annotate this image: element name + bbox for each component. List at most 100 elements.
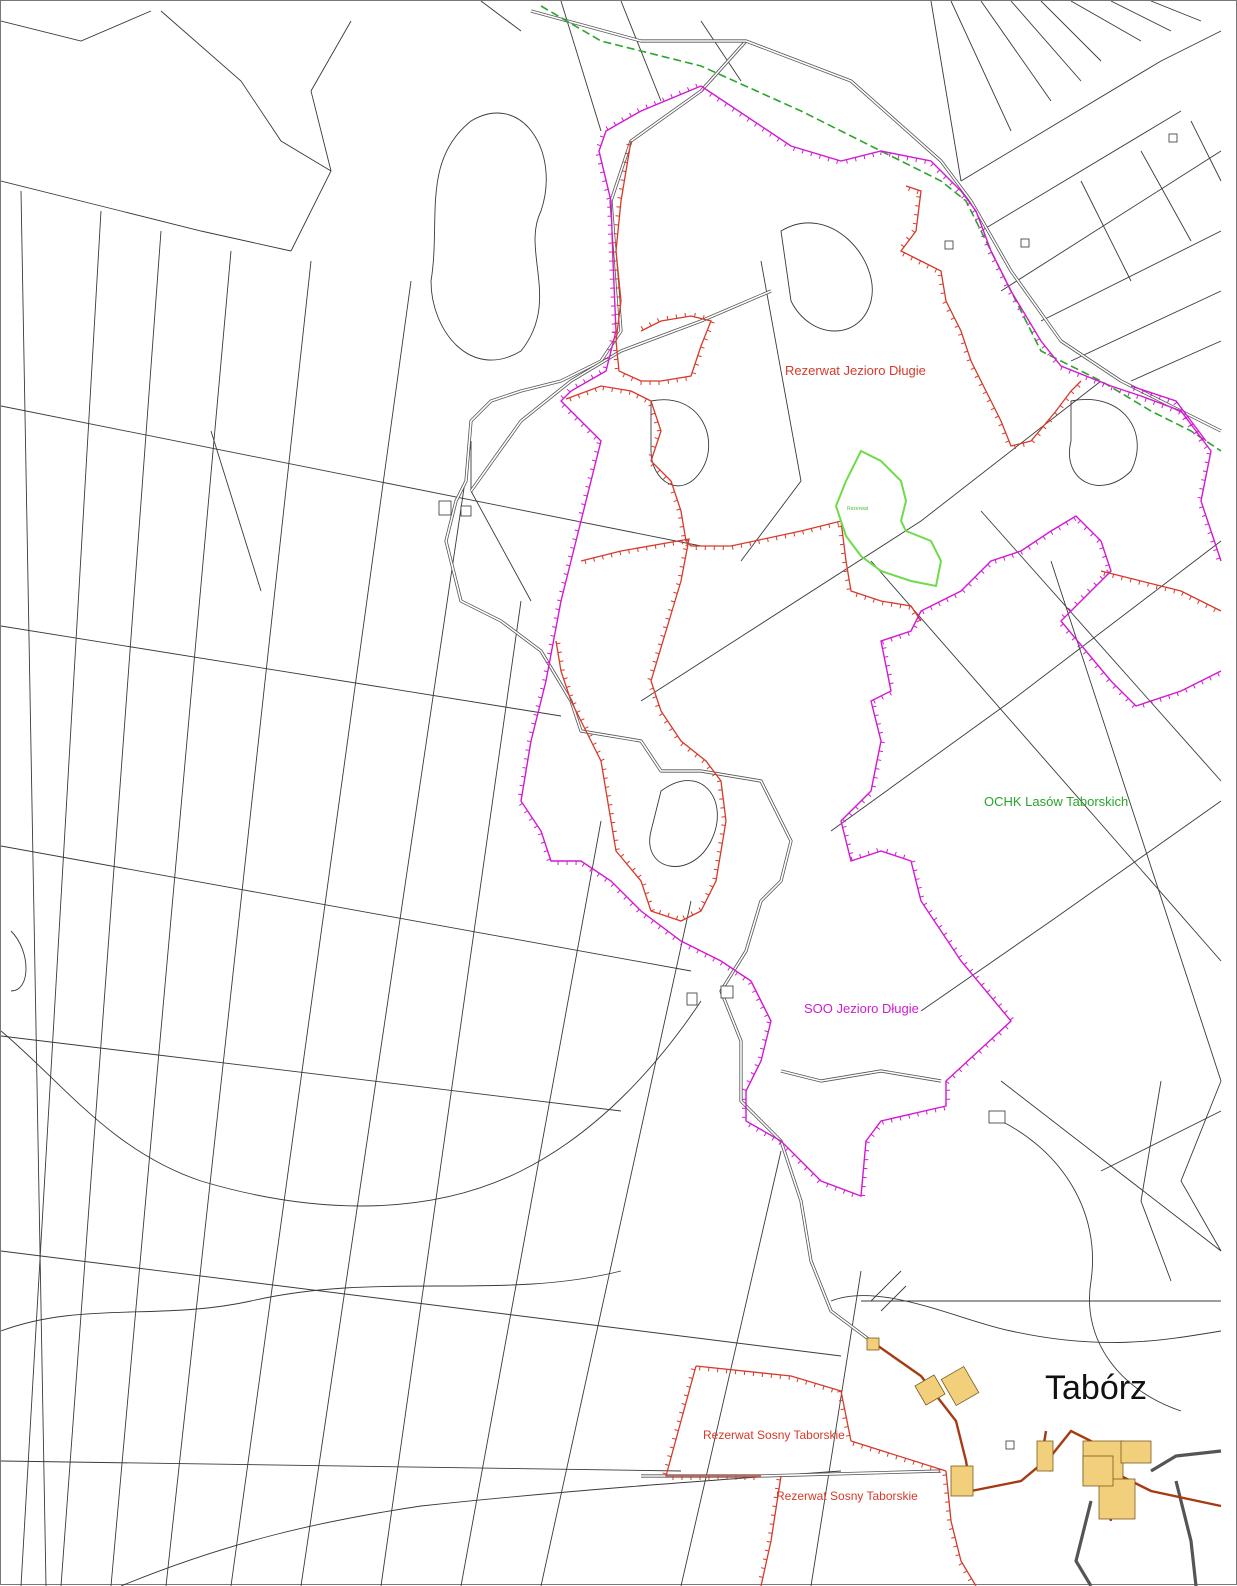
boundary-tick [670, 1447, 674, 1448]
boundary-tick [953, 1546, 957, 1547]
boundary-tick [577, 711, 581, 713]
boundary-tick [882, 696, 884, 700]
boundary-tick [612, 388, 613, 392]
boundary-tick [655, 438, 659, 439]
boundary-tick [611, 822, 615, 823]
boundary-tick [538, 697, 542, 698]
boundary-tick [610, 813, 614, 814]
boundary-tick [600, 136, 604, 137]
boundary-tick [665, 931, 667, 934]
boundary-tick [956, 1555, 960, 1556]
boundary-tick [668, 913, 669, 917]
boundary-tick [758, 1057, 762, 1058]
boundary-tick [679, 1412, 683, 1413]
boundary-tick [1077, 373, 1078, 377]
boundary-tick [870, 1447, 871, 1451]
boundary-tick [621, 854, 624, 857]
boundary-tick [678, 518, 682, 519]
boundary-tick [938, 602, 940, 606]
boundary-tick [767, 1022, 771, 1023]
boundary-tick [1053, 360, 1056, 362]
boundary-tick [652, 446, 656, 447]
boundary-tick [682, 1404, 686, 1405]
boundary-tick [1055, 413, 1058, 416]
boundary-tick [1036, 339, 1039, 341]
boundary-tick [1094, 583, 1097, 586]
boundary-tick [568, 556, 572, 557]
boundary-tick [556, 643, 560, 644]
boundary-tick [1021, 551, 1023, 555]
boundary-tick [650, 670, 654, 671]
boundary-tick [667, 316, 668, 320]
boundary-tick [686, 377, 687, 381]
boundary-tick [596, 154, 600, 155]
boundary-tick [992, 260, 996, 262]
boundary-tick [570, 547, 574, 548]
boundary-tick [1206, 453, 1210, 454]
boundary-tick [1126, 698, 1129, 701]
boundary-tick [713, 958, 715, 962]
boundary-tick [524, 759, 528, 760]
boundary-tick [604, 189, 608, 190]
boundary-tick [1160, 698, 1161, 702]
boundary-tick [718, 843, 722, 844]
boundary-tick [717, 98, 719, 101]
boundary-tick [853, 1442, 854, 1446]
boundary-tick [520, 785, 524, 786]
boundary-tick [538, 834, 542, 835]
label-town-taborz: Tabórz [1045, 1369, 1147, 1408]
boundary-tick [961, 196, 964, 198]
boundary-tick [846, 1435, 850, 1436]
boundary-tick [759, 540, 760, 544]
boundary-tick [540, 688, 544, 689]
boundary-tick [979, 384, 983, 386]
boundary-tick [1148, 583, 1149, 587]
boundary-tick [843, 1190, 844, 1194]
boundary-tick [626, 144, 630, 145]
boundary-tick [756, 1128, 758, 1131]
boundary-tick [1037, 433, 1040, 436]
boundary-tick [873, 700, 875, 704]
boundary-tick [937, 170, 940, 173]
boundary-tick [602, 769, 606, 770]
boundary-tick [674, 500, 678, 501]
boundary-tick [1139, 581, 1140, 585]
boundary-tick [797, 1378, 798, 1382]
ochk-boundary [541, 6, 1221, 451]
boundary-tick [1066, 631, 1069, 634]
boundary-tick [676, 916, 677, 920]
boundary-tick [720, 962, 722, 965]
boundary-tick [907, 156, 908, 160]
boundary-tick [772, 1137, 774, 1140]
boundary-tick [1198, 600, 1200, 604]
boundary-tick [663, 1473, 667, 1474]
boundary-tick [798, 1161, 801, 1164]
boundary-tick [594, 451, 598, 452]
boundary-tick [877, 724, 881, 725]
boundary-tick [606, 126, 608, 129]
boundary-tick [1004, 557, 1005, 561]
boundary-tick [607, 796, 611, 797]
boundary-tick [542, 680, 546, 681]
boundary-tick [934, 918, 937, 920]
boundary-tick [1213, 549, 1217, 550]
boundary-tick [688, 748, 690, 751]
boundary-tick [653, 661, 657, 662]
boundary-tick [901, 245, 904, 247]
boundary-tick [755, 1064, 759, 1066]
boundary-tick [704, 339, 708, 340]
boundary-tick [914, 626, 918, 628]
boundary-tick [661, 635, 665, 636]
boundary-tick [827, 1184, 828, 1188]
boundary-tick [701, 901, 705, 903]
boundary-tick [871, 1134, 874, 1136]
boundary-tick [1036, 541, 1038, 544]
boundary-tick [608, 804, 612, 805]
boundary-tick [988, 564, 991, 567]
boundary-tick [876, 768, 880, 769]
boundary-tick [581, 504, 585, 505]
boundary-tick [992, 1038, 995, 1041]
boundary-tick [916, 158, 917, 162]
boundary-tick [676, 314, 677, 318]
